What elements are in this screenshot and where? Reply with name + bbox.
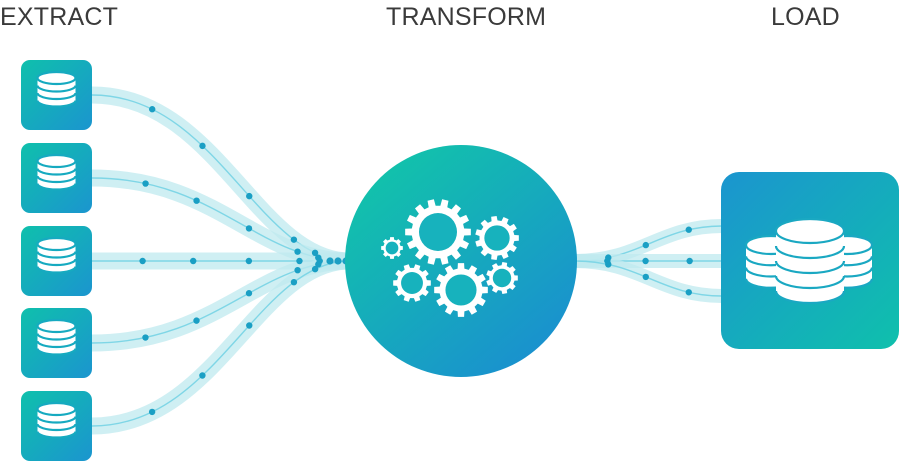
stream-dot bbox=[246, 192, 253, 200]
source-database-4 bbox=[21, 308, 92, 378]
source-database-3 bbox=[21, 226, 92, 296]
database-icon bbox=[36, 401, 77, 439]
stream-dot bbox=[193, 197, 200, 204]
stream-dot bbox=[245, 290, 253, 297]
transform-node bbox=[345, 145, 577, 377]
stream-dot bbox=[142, 334, 149, 341]
stream-dot bbox=[246, 322, 253, 329]
stream-dot bbox=[199, 142, 206, 150]
stream-dot bbox=[605, 261, 612, 268]
load-label: LOAD bbox=[771, 3, 840, 31]
stream-dot bbox=[139, 257, 146, 265]
stream-dot bbox=[685, 226, 692, 233]
stream-band bbox=[83, 169, 354, 270]
gear-icon bbox=[393, 264, 431, 302]
stream-dot bbox=[149, 106, 156, 113]
stream-dots bbox=[139, 106, 693, 416]
source-database-1 bbox=[21, 60, 92, 130]
stream-dot bbox=[686, 257, 693, 265]
stream-dot bbox=[290, 278, 298, 286]
gear-icon bbox=[405, 199, 471, 265]
stream-dot bbox=[148, 408, 156, 416]
stream-dot bbox=[199, 372, 206, 379]
stream-dot bbox=[294, 266, 301, 274]
database-icon bbox=[36, 70, 77, 108]
source-database-5 bbox=[21, 391, 92, 461]
source-database-2 bbox=[21, 143, 92, 213]
stream-line bbox=[91, 260, 346, 427]
stream-dot bbox=[685, 289, 692, 296]
stream-dot bbox=[326, 257, 334, 265]
extract-label: EXTRACT bbox=[0, 3, 119, 31]
database-icon bbox=[36, 153, 77, 191]
stream-dot bbox=[642, 273, 649, 281]
stream-dot bbox=[290, 236, 298, 243]
source-databases bbox=[21, 60, 92, 461]
stream-dot bbox=[311, 249, 319, 257]
gear-icon bbox=[434, 263, 488, 317]
gear-icon bbox=[381, 237, 403, 259]
transform-label: TRANSFORM bbox=[386, 3, 547, 31]
stream-dot bbox=[315, 261, 322, 268]
gear-icon bbox=[475, 216, 519, 260]
stream-dot bbox=[190, 257, 197, 265]
stream-dot bbox=[142, 180, 149, 187]
database-stack-icon bbox=[744, 217, 874, 305]
database-icon bbox=[36, 236, 77, 274]
gears-icon bbox=[381, 199, 519, 317]
stream-dot bbox=[334, 257, 342, 265]
gear-icon bbox=[486, 262, 518, 294]
load-node bbox=[721, 172, 899, 349]
data-streams bbox=[83, 86, 729, 435]
stream-dot bbox=[193, 317, 200, 324]
stream-dot bbox=[245, 257, 253, 265]
stream-dot bbox=[642, 257, 649, 265]
stream-dot bbox=[642, 241, 649, 249]
stream-line bbox=[574, 260, 723, 297]
database-icon bbox=[36, 318, 77, 356]
stream-dot bbox=[296, 257, 303, 265]
stream-dot bbox=[294, 248, 301, 255]
stream-dot bbox=[245, 225, 253, 232]
stream-dot bbox=[311, 265, 319, 273]
